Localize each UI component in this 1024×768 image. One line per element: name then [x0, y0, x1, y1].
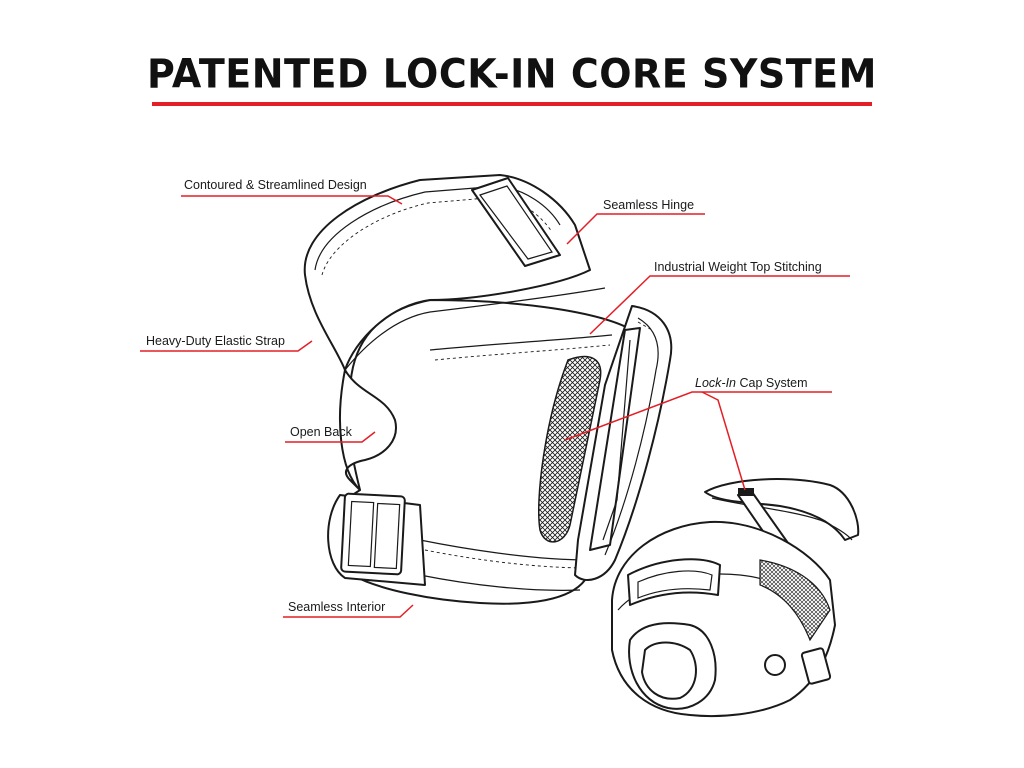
page-title: PATENTED LOCK-IN CORE SYSTEM	[147, 50, 877, 98]
title-underline	[152, 102, 872, 106]
callout-seamless-interior: Seamless Interior	[288, 600, 385, 614]
velcro-tab	[471, 177, 561, 267]
buckle	[340, 492, 406, 576]
callout-open-back: Open Back	[290, 425, 353, 439]
exploded-view	[611, 478, 860, 718]
open-back-cutout	[339, 369, 397, 491]
callout-contoured: Contoured & Streamlined Design	[184, 178, 367, 192]
callout-lock-in: Lock-In Cap System	[695, 376, 808, 390]
mesh-vent	[538, 355, 602, 543]
main-knee-pad	[303, 174, 673, 605]
callout-stitching: Industrial Weight Top Stitching	[654, 260, 822, 274]
callouts: Contoured & Streamlined Design Seamless …	[140, 178, 850, 618]
lock-clip	[738, 488, 754, 496]
callout-elastic-strap: Heavy-Duty Elastic Strap	[146, 334, 285, 348]
callout-seamless-hinge: Seamless Hinge	[603, 198, 694, 212]
